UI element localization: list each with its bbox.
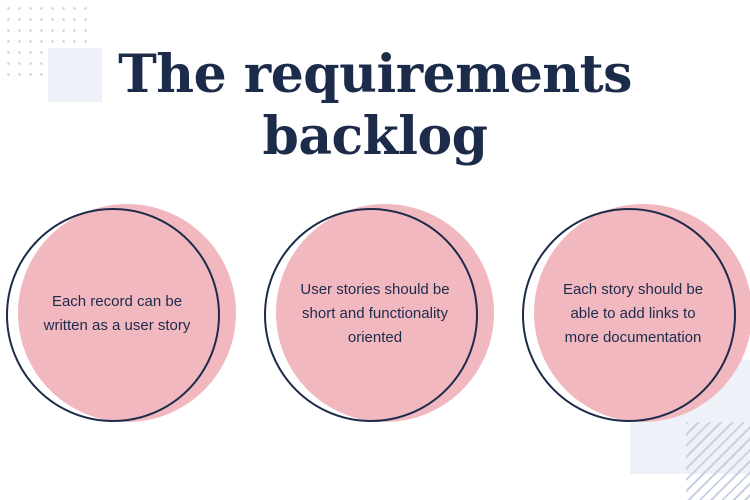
striped-pattern-decoration (686, 422, 750, 500)
backlog-item-text: Each story should be able to add links t… (562, 281, 704, 346)
backlog-item-circle: User stories should be short and functio… (264, 204, 504, 444)
circle-outline (6, 208, 220, 422)
title-line-2: backlog (262, 106, 488, 167)
corner-square-decoration (48, 48, 102, 102)
title-line-1: The requirements (118, 44, 632, 105)
backlog-item-circle: Each record can be written as a user sto… (6, 204, 246, 444)
circle-outline (264, 208, 478, 422)
backlog-item-circle: Each story should be able to add links t… (522, 204, 750, 444)
backlog-item-text: User stories should be short and functio… (300, 281, 450, 346)
backlog-item-text: Each record can be written as a user sto… (43, 293, 191, 334)
circle-outline (522, 208, 736, 422)
page-title: The requirements backlog (0, 44, 750, 168)
